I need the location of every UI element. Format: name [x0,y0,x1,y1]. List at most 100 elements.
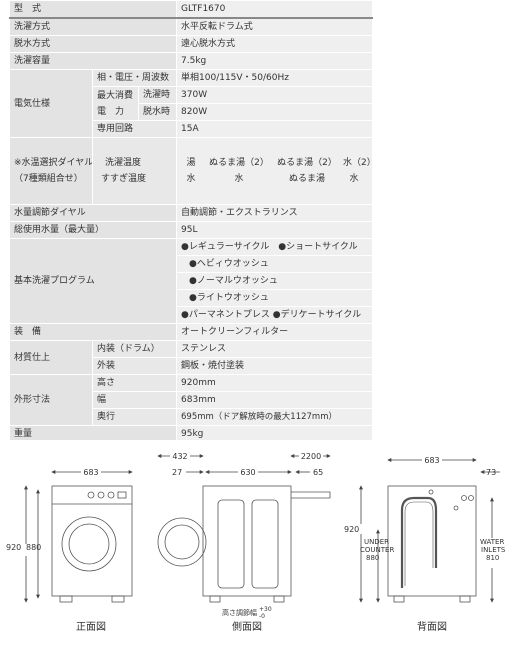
front-view [24,470,133,603]
front-knob-1 [87,491,95,499]
side-offset-left-label: 27 [172,468,182,477]
power-label-1: 最大消費 [97,90,134,101]
front-width-bg [81,466,101,477]
row-weight: 重量 95kg [8,425,374,443]
material-label: 材質仕上 [9,340,93,375]
back-width-bg [422,455,442,465]
back-height-bg [350,524,364,534]
front-inner-height-label: 880 [26,543,41,552]
rinse-temp-2: ぬるま湯 [289,174,326,184]
back-water-label-2: INLETS [481,546,506,554]
back-height-label: 920 [344,525,359,534]
front-knob-3 [107,491,115,499]
dim-depth-value: 695mm（ドア解放時の最大1127mm） [176,408,374,426]
program-0: ●レギュラーサイクル ●ショートサイクル [176,238,374,256]
row-material-outer: 外装 鋼板・焼付塗装 [10,357,374,375]
side-hose [291,491,331,499]
side-top-bg [170,451,190,461]
front-body [51,485,133,597]
back-water-bg [478,538,508,568]
side-depth-bg [238,467,258,477]
row-total-water: 総使用水量（最大量） 95L [8,221,374,239]
dim-width-label: 幅 [91,391,178,409]
front-width-label: 683 [83,468,98,477]
rinse-temp-label: すすぎ温度 [101,174,147,184]
side-adjust-plus: +30 [259,606,272,613]
row-wash-method: 洗濯方式 水平反転ドラム式 [8,17,374,36]
back-port-2 [453,505,459,511]
row-dim-height: 外形寸法 高さ 920mm [9,374,374,426]
back-hose-inner [404,501,434,586]
front-door-inner [68,523,110,565]
back-water-label-1: WATER [480,538,504,546]
dim-width-value: 683mm [176,391,374,409]
side-panel-left [217,499,245,589]
circuit-value: 15A [176,120,374,138]
back-offset-label: 73 [486,468,496,477]
spec-table-container: 型 式 GLTF1670 洗濯方式 水平反転ドラム式 脱水方式 遠心脱水方式 洗… [8,0,374,443]
back-under-label-2: COUNTER [360,546,394,554]
program-2: ●ノーマルウオッシュ [176,272,374,290]
circuit-label: 専用回路 [91,120,178,138]
side-panel-right [251,499,279,589]
temperature-label-2: （7種類組合せ） [14,174,83,184]
side-adjust-note: 高さ調節幅 [222,608,257,617]
row-material-inner: 材質仕上 内装（ドラム） ステンレス [9,340,374,375]
row-program-2: ●ノーマルウオッシュ [10,272,374,290]
row-capacity: 洗濯容量 7.5kg [8,52,374,70]
side-hose-bg [299,451,323,461]
back-width-label: 683 [424,456,439,465]
wash-temp-3: 水（2） [343,158,373,168]
spec-table: 型 式 GLTF1670 洗濯方式 水平反転ドラム式 脱水方式 遠心脱水方式 洗… [8,0,374,443]
side-body [202,485,292,597]
program-4: ●パーマネントプレス ●デリケートサイクル [176,306,374,324]
side-offset-right-label: 65 [313,468,323,477]
wash-power-label: 洗濯時 [137,86,178,104]
row-equipment: 装 備 オートクリーンフィルター [8,323,374,341]
spin-power-label: 脱水時 [137,103,178,121]
wash-temp-1: ぬるま湯（2） [209,158,269,168]
dim-depth-label: 奥行 [91,408,178,426]
back-foot-left [393,595,405,603]
side-caption: 側面図 [232,620,262,633]
back-foot-right [459,595,471,603]
side-hose-label: 2200 [301,452,321,461]
material-inner-value: ステンレス [176,340,374,358]
side-adjust-minus: -0 [259,613,265,620]
total-water-value: 95L [176,221,374,239]
rinse-temp-3: 水 [349,174,359,184]
row-dim-width: 幅 683mm [10,391,374,409]
back-hose [400,496,438,588]
power-label-2: 電 力 [97,106,125,117]
side-depth-label: 630 [240,468,255,477]
front-door-outer [61,516,117,572]
total-water-label: 総使用水量（最大量） [8,221,178,239]
dim-height-label: 高さ [91,374,178,392]
spin-method-value: 遠心脱水方式 [176,35,374,53]
model-label: 型 式 [8,0,178,19]
front-foot-left [59,595,73,603]
side-door-open [157,517,207,567]
back-body [387,485,477,597]
material-inner-label: 内装（ドラム） [91,340,178,358]
front-knob-2 [97,491,105,499]
temperature-values: 湯 ぬるま湯（2） ぬるま湯（2） 水（2） 水 水 ぬるま湯 水 [176,137,374,205]
capacity-value: 7.5kg [176,52,374,70]
row-water-level: 水量調節ダイヤル 自動調節・エクストラリンス [8,204,374,222]
row-electrical-spin: 脱水時 820W [10,103,374,121]
wash-method-label: 洗濯方式 [8,17,178,36]
row-program-1: ●ヘビィウオッシュ [10,255,374,273]
technical-drawings: 683 920 880 正面図 432 27 630 2200 65 高さ調節幅… [0,440,512,645]
back-under-label-3: 880 [366,554,379,562]
row-dim-depth: 奥行 695mm（ドア解放時の最大1127mm） [10,408,374,426]
phase-label: 相・電圧・周波数 [91,69,178,87]
phase-value: 単相100/115V・50/60Hz [176,69,374,87]
capacity-label: 洗濯容量 [8,52,178,70]
spin-power-value: 820W [176,103,374,121]
rinse-temp-0: 水 [186,174,196,184]
wash-method-value: 水平反転ドラム式 [176,17,374,36]
row-program-0: 基本洗濯プログラム ●レギュラーサイクル ●ショートサイクル [8,238,374,324]
front-foot-right [111,595,125,603]
rinse-temp-1: 水 [234,174,244,184]
power-label: 最大消費 電 力 [92,86,139,121]
